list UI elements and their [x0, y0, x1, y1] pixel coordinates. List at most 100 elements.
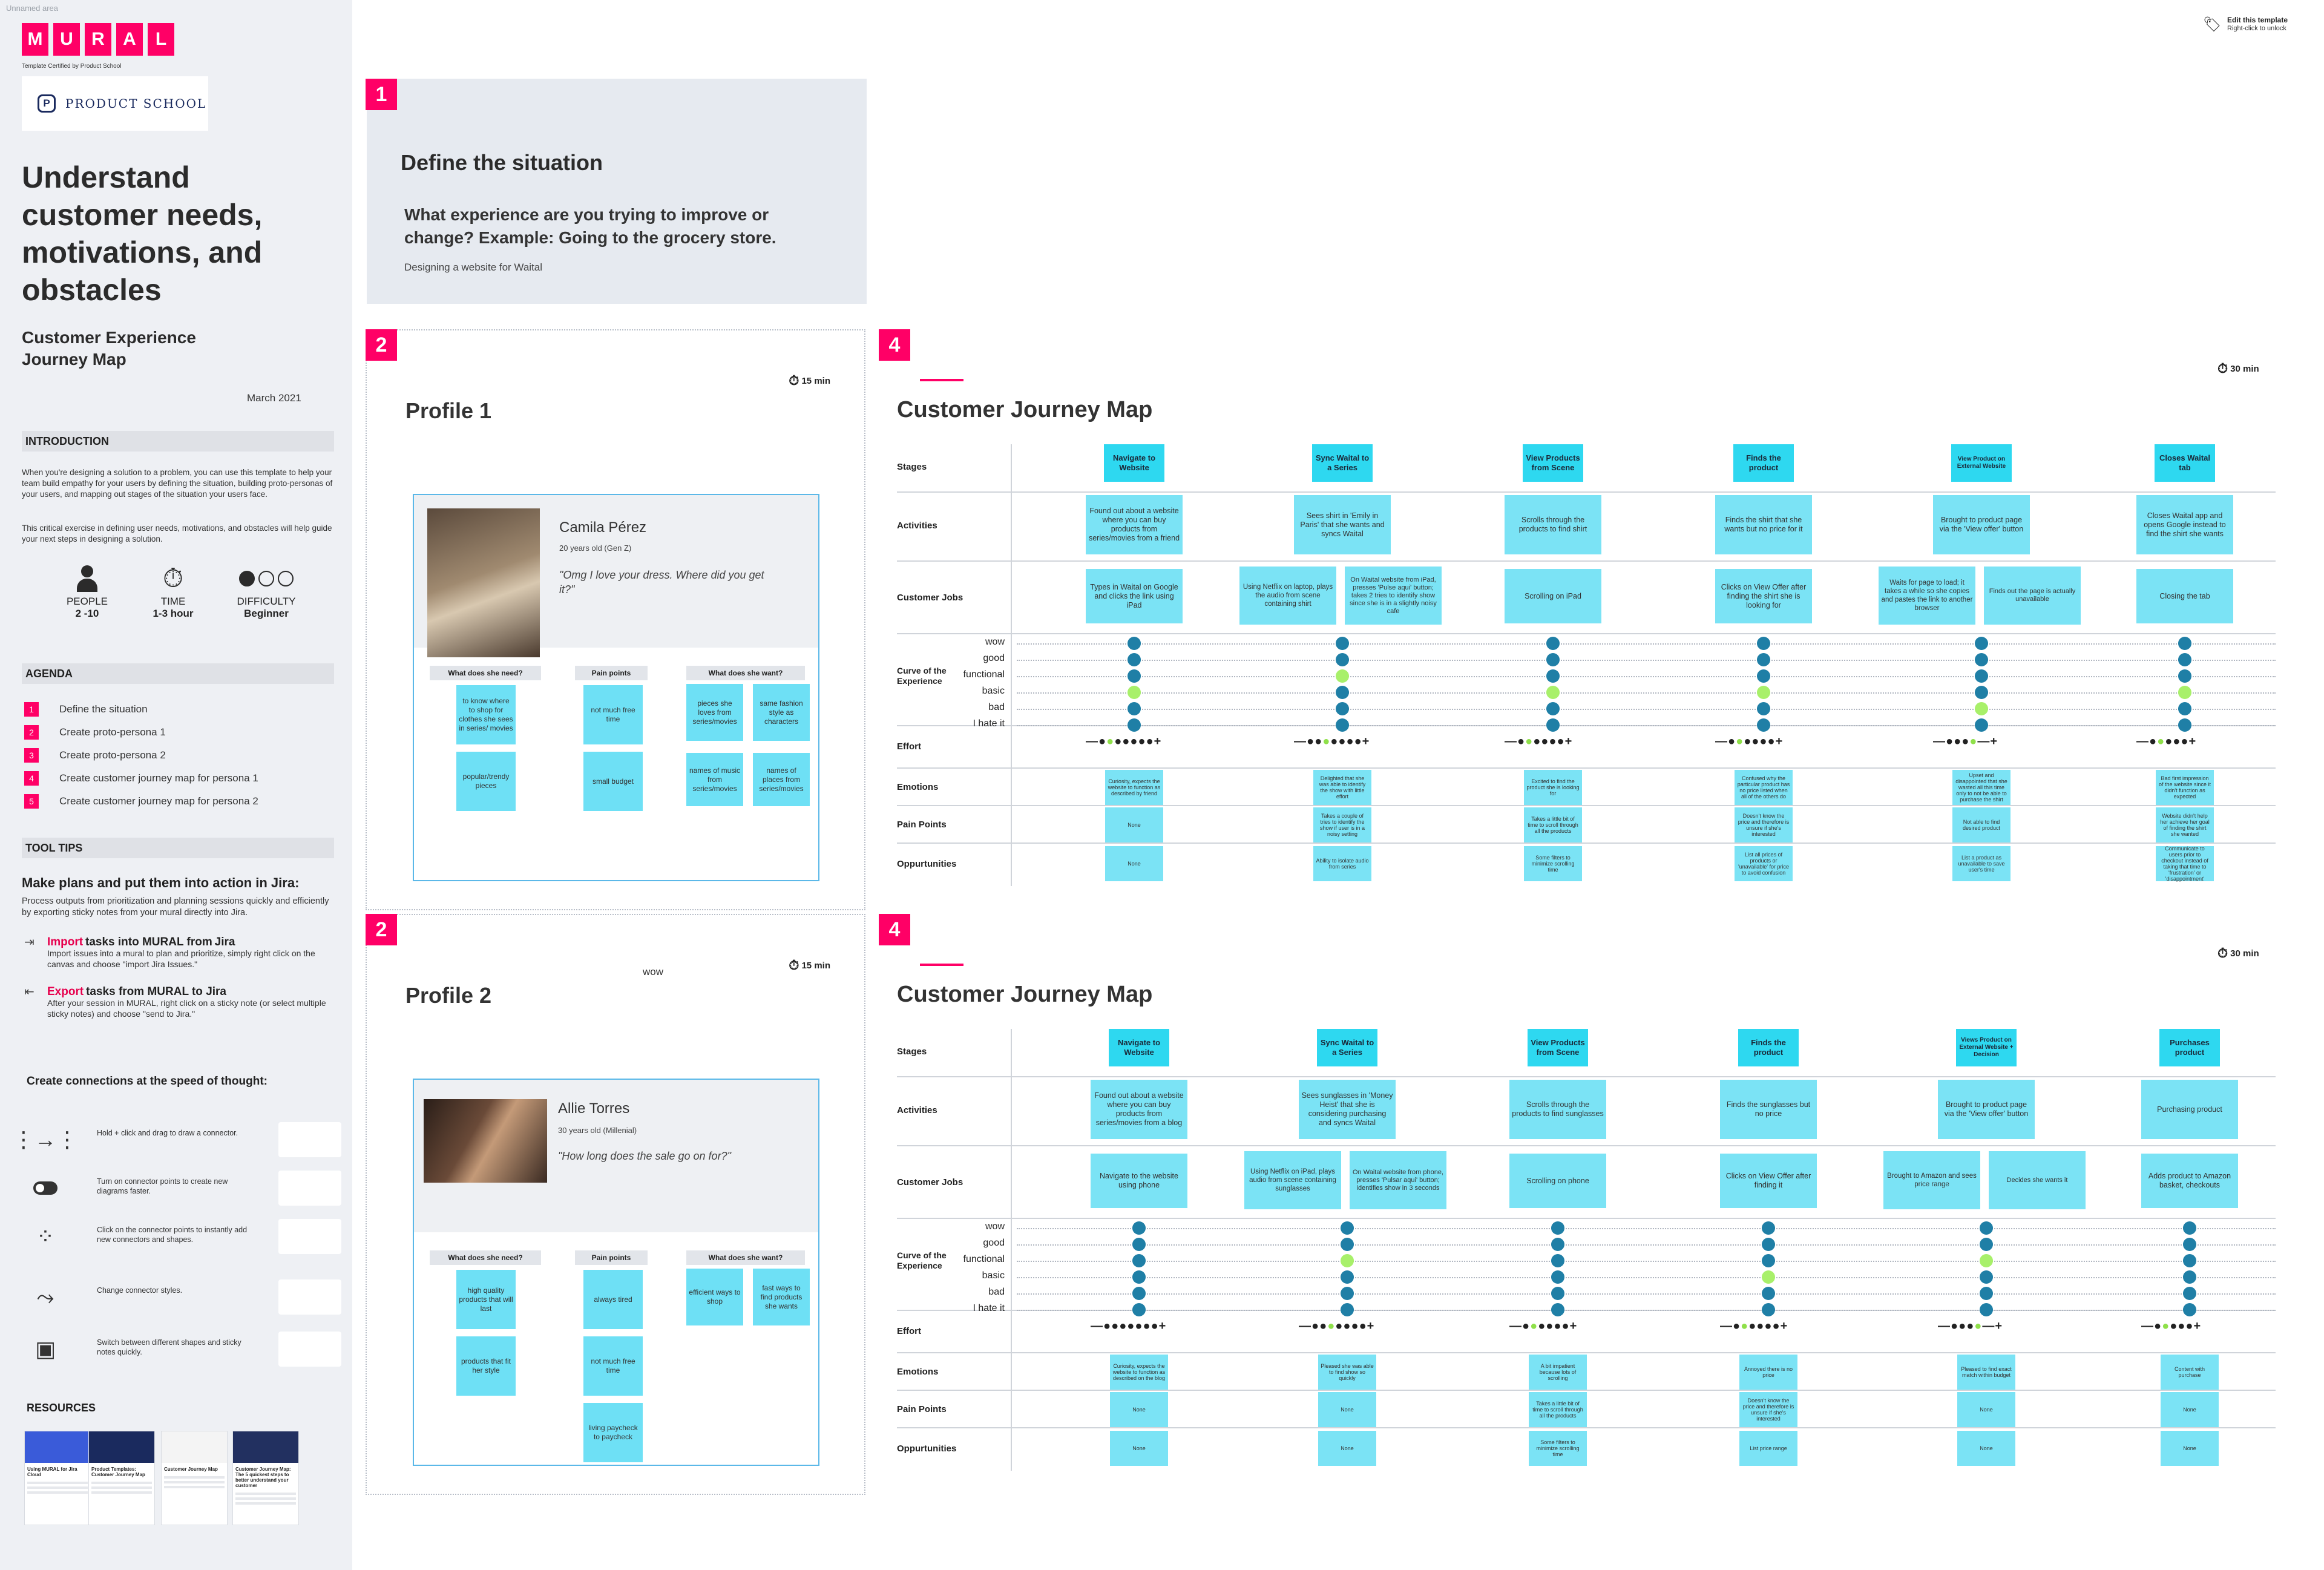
curve-dot[interactable]	[1341, 1287, 1354, 1300]
pain-point-sticky[interactable]: Doesn't know the price and therefore is …	[1739, 1392, 1797, 1427]
sticky-note[interactable]: small budget	[583, 752, 643, 811]
job-sticky[interactable]: Scrolling on iPad	[1505, 569, 1601, 623]
curve-dot[interactable]	[2178, 669, 2191, 683]
job-sticky[interactable]: Brought to Amazon and sees price range	[1883, 1151, 1980, 1209]
activity-sticky[interactable]: Brought to product page via the 'View of…	[1933, 495, 2030, 554]
opportunity-sticky[interactable]: List a product as unavailable to save us…	[1952, 846, 2011, 881]
curve-dot[interactable]	[1546, 653, 1560, 666]
opportunity-sticky[interactable]: None	[2161, 1431, 2219, 1466]
curve-dot[interactable]	[1128, 653, 1141, 666]
opportunity-sticky[interactable]: Ability to isolate audio from series	[1313, 846, 1371, 881]
curve-dot[interactable]	[1551, 1303, 1564, 1316]
opportunity-sticky[interactable]: None	[1318, 1431, 1376, 1466]
job-sticky[interactable]: Types in Waital on Google and clicks the…	[1086, 569, 1183, 623]
activity-sticky[interactable]: Found out about a website where you can …	[1086, 495, 1183, 554]
curve-dot[interactable]	[1336, 653, 1349, 666]
emotion-sticky[interactable]: Curiosity, expects the website to functi…	[1110, 1355, 1168, 1390]
curve-dot[interactable]	[2183, 1221, 2196, 1235]
job-sticky[interactable]: Using Netflix on iPad, plays audio from …	[1244, 1151, 1341, 1209]
emotion-sticky[interactable]: Annoyed there is no price	[1739, 1355, 1797, 1390]
curve-dot[interactable]	[1762, 1254, 1775, 1267]
opportunity-sticky[interactable]: Some filters to minimize scrolling time	[1524, 846, 1582, 881]
pain-point-sticky[interactable]: Doesn't know the price and therefore is …	[1735, 807, 1793, 842]
sticky-note[interactable]: high quality products that will last	[456, 1270, 516, 1329]
curve-dot[interactable]	[1336, 686, 1349, 699]
curve-dot[interactable]	[1336, 702, 1349, 715]
activity-sticky[interactable]: Sees shirt in 'Emily in Paris' that she …	[1294, 495, 1391, 554]
curve-dot[interactable]	[1341, 1254, 1354, 1267]
activity-sticky[interactable]: Sees sunglasses in 'Money Heist' that sh…	[1299, 1080, 1396, 1139]
stage-sticky[interactable]: View Products from Scene	[1523, 444, 1583, 482]
activity-sticky[interactable]: Closes Waital app and opens Google inste…	[2136, 495, 2233, 554]
curve-dot[interactable]	[1551, 1254, 1564, 1267]
curve-dot[interactable]	[1551, 1287, 1564, 1300]
curve-dot[interactable]	[1341, 1238, 1354, 1251]
curve-dot[interactable]	[1757, 637, 1770, 650]
emotion-sticky[interactable]: Content with purchase	[2161, 1355, 2219, 1390]
curve-dot[interactable]	[2178, 702, 2191, 715]
resource-card[interactable]: Customer Journey Map: The 5 quickest ste…	[232, 1431, 299, 1525]
opportunity-sticky[interactable]: List price range	[1739, 1431, 1797, 1466]
curve-dot[interactable]	[1128, 686, 1141, 699]
activity-sticky[interactable]: Brought to product page via the 'View of…	[1938, 1080, 2035, 1139]
stage-sticky[interactable]: Sync Waital to a Series	[1312, 444, 1373, 482]
pain-point-sticky[interactable]: None	[1110, 1392, 1168, 1427]
sticky-note[interactable]: fast ways to find products she wants	[753, 1269, 810, 1325]
activity-sticky[interactable]: Scrolls through the products to find shi…	[1505, 495, 1601, 554]
pain-point-sticky[interactable]: Not able to find desired product	[1952, 807, 2011, 842]
sticky-note[interactable]: not much free time	[583, 685, 643, 744]
curve-dot[interactable]	[2183, 1238, 2196, 1251]
curve-dot[interactable]	[1975, 702, 1988, 715]
curve-dot[interactable]	[1980, 1221, 1993, 1235]
curve-dot[interactable]	[1762, 1303, 1775, 1316]
curve-dot[interactable]	[1128, 669, 1141, 683]
curve-dot[interactable]	[1336, 718, 1349, 732]
activity-sticky[interactable]: Scrolls through the products to find sun…	[1509, 1080, 1606, 1139]
job-sticky[interactable]: Adds product to Amazon basket, checkouts	[2141, 1154, 2238, 1208]
stage-sticky[interactable]: Sync Waital to a Series	[1317, 1029, 1377, 1066]
pain-point-sticky[interactable]: None	[1318, 1392, 1376, 1427]
opportunity-sticky[interactable]: None	[1110, 1431, 1168, 1466]
resource-card[interactable]: Product Templates: Customer Journey Map	[88, 1431, 155, 1525]
sticky-note[interactable]: names of places from series/movies	[753, 753, 810, 806]
curve-dot[interactable]	[1975, 718, 1988, 732]
curve-dot[interactable]	[1980, 1287, 1993, 1300]
curve-dot[interactable]	[2178, 653, 2191, 666]
curve-dot[interactable]	[1975, 669, 1988, 683]
curve-dot[interactable]	[1980, 1238, 1993, 1251]
sticky-note[interactable]: products that fit her style	[456, 1336, 516, 1396]
job-sticky[interactable]: Waits for page to load; it takes a while…	[1879, 567, 1975, 625]
curve-dot[interactable]	[1132, 1270, 1146, 1284]
job-sticky[interactable]: Clicks on View Offer after finding it	[1720, 1154, 1817, 1208]
emotion-sticky[interactable]: Upset and disappointed that she wasted a…	[1952, 770, 2011, 805]
opportunity-sticky[interactable]: Communicate to users prior to checkout i…	[2156, 846, 2214, 882]
sticky-note[interactable]: pieces she loves from series/movies	[686, 684, 743, 741]
activity-sticky[interactable]: Finds the sunglasses but no price	[1720, 1080, 1817, 1139]
curve-dot[interactable]	[1132, 1303, 1146, 1316]
sticky-note[interactable]: not much free time	[583, 1336, 643, 1396]
curve-dot[interactable]	[1546, 718, 1560, 732]
opportunity-sticky[interactable]: List all prices of products or 'unavaila…	[1735, 846, 1793, 881]
curve-dot[interactable]	[1546, 702, 1560, 715]
curve-dot[interactable]	[1551, 1238, 1564, 1251]
define-answer[interactable]: Designing a website for Waital	[404, 261, 543, 273]
curve-dot[interactable]	[1336, 637, 1349, 650]
curve-dot[interactable]	[1551, 1221, 1564, 1235]
emotion-sticky[interactable]: Pleased she was able to find show so qui…	[1318, 1355, 1376, 1390]
curve-dot[interactable]	[1546, 686, 1560, 699]
curve-dot[interactable]	[1341, 1270, 1354, 1284]
emotion-sticky[interactable]: Confused why the particular product has …	[1735, 770, 1793, 805]
curve-dot[interactable]	[2183, 1287, 2196, 1300]
curve-dot[interactable]	[1132, 1221, 1146, 1235]
curve-dot[interactable]	[1546, 637, 1560, 650]
job-sticky[interactable]: Navigate to the website using phone	[1091, 1154, 1187, 1208]
activity-sticky[interactable]: Purchasing product	[2141, 1080, 2238, 1139]
job-sticky[interactable]: Clicks on View Offer after finding the s…	[1715, 569, 1812, 623]
pain-point-sticky[interactable]: Website didn't help her achieve her goal…	[2156, 807, 2214, 842]
curve-dot[interactable]	[1757, 653, 1770, 666]
curve-dot[interactable]	[2183, 1254, 2196, 1267]
opportunity-sticky[interactable]: None	[1105, 846, 1163, 881]
pain-point-sticky[interactable]: Takes a couple of tries to identify the …	[1313, 807, 1371, 842]
sticky-note[interactable]: efficient ways to shop	[686, 1269, 743, 1325]
